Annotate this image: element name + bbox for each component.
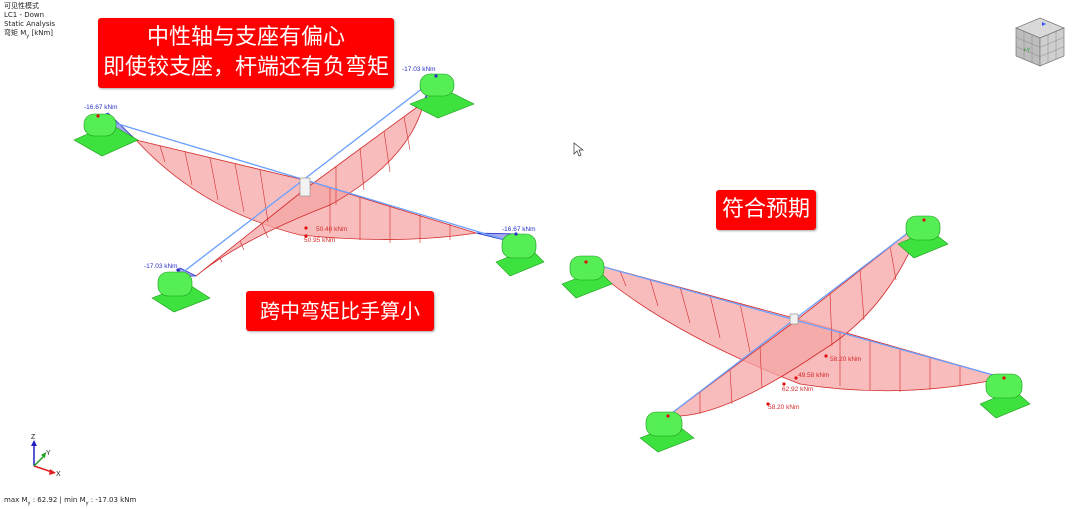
- support-sw[interactable]: [151, 271, 211, 313]
- label-right-4: 58.20 kNm: [768, 404, 799, 411]
- view-cube-arrow-icon[interactable]: [1042, 22, 1046, 26]
- callout-eccentricity-line2: 即使铰支座，杆端还有负弯矩: [102, 55, 389, 80]
- axis-y-label: Y: [46, 450, 51, 457]
- mouse-cursor-icon: [573, 142, 585, 157]
- moment-diagram-beam-d: [666, 220, 923, 417]
- callout-midspan-smaller: 跨中弯矩比手算小: [246, 291, 434, 331]
- analysis-type-label: Static Analysis: [4, 20, 56, 28]
- label-mid-2: 50.95 kNm: [304, 237, 335, 244]
- label-sw-end: -17.03 kNm: [144, 263, 178, 270]
- support-right-sw[interactable]: [639, 411, 695, 453]
- support-right-ne[interactable]: [897, 215, 949, 259]
- support-se[interactable]: [495, 233, 545, 277]
- callout-as-expected: 符合预期: [716, 190, 816, 230]
- right-model: 58.20 kNm 49.58 kNm 62.92 kNm 58.20 kNm: [561, 215, 1031, 453]
- min-max-status: max My : 62.92 | min My : -17.03 kNm: [4, 495, 137, 506]
- visibility-mode-label: 可见性模式: [4, 2, 39, 10]
- label-nw-end: -16.67 kNm: [84, 104, 118, 111]
- beam-sw-ne[interactable]: [177, 77, 437, 277]
- label-se-end: -16.67 kNm: [502, 226, 536, 233]
- callout-eccentricity-line1: 中性轴与支座有偏心: [146, 25, 345, 50]
- label-right-1: 58.20 kNm: [830, 356, 861, 363]
- label-right-2: 49.58 kNm: [798, 372, 829, 379]
- view-cube-face-label: +Y: [1023, 48, 1031, 54]
- callout-eccentricity-note: 中性轴与支座有偏心 即使铰支座，杆端还有负弯矩: [98, 18, 394, 88]
- result-type-label: 弯矩 My [kNm]: [4, 29, 54, 40]
- label-right-3: 62.92 kNm: [782, 386, 813, 393]
- support-nw[interactable]: [73, 113, 139, 157]
- support-ne[interactable]: [409, 73, 475, 119]
- center-column[interactable]: [299, 177, 311, 197]
- axis-z-label: Z: [31, 434, 36, 441]
- right-center-column[interactable]: [789, 313, 799, 325]
- label-mid-1: 50.40 kNm: [316, 226, 347, 233]
- left-model: -16.67 kNm -17.03 kNm -16.67 kNm -17.03 …: [73, 66, 545, 313]
- support-right-se[interactable]: [979, 373, 1031, 419]
- axis-triad: Z Y X: [31, 434, 61, 478]
- label-ne-end: -17.03 kNm: [402, 66, 436, 73]
- support-right-nw[interactable]: [561, 255, 613, 299]
- result-info-panel: 可见性模式 LC1 - Down Static Analysis 弯矩 My […: [4, 2, 55, 41]
- view-cube[interactable]: +Y: [1012, 14, 1068, 70]
- load-case-label: LC1 - Down: [4, 11, 45, 19]
- axis-x-label: X: [56, 471, 61, 478]
